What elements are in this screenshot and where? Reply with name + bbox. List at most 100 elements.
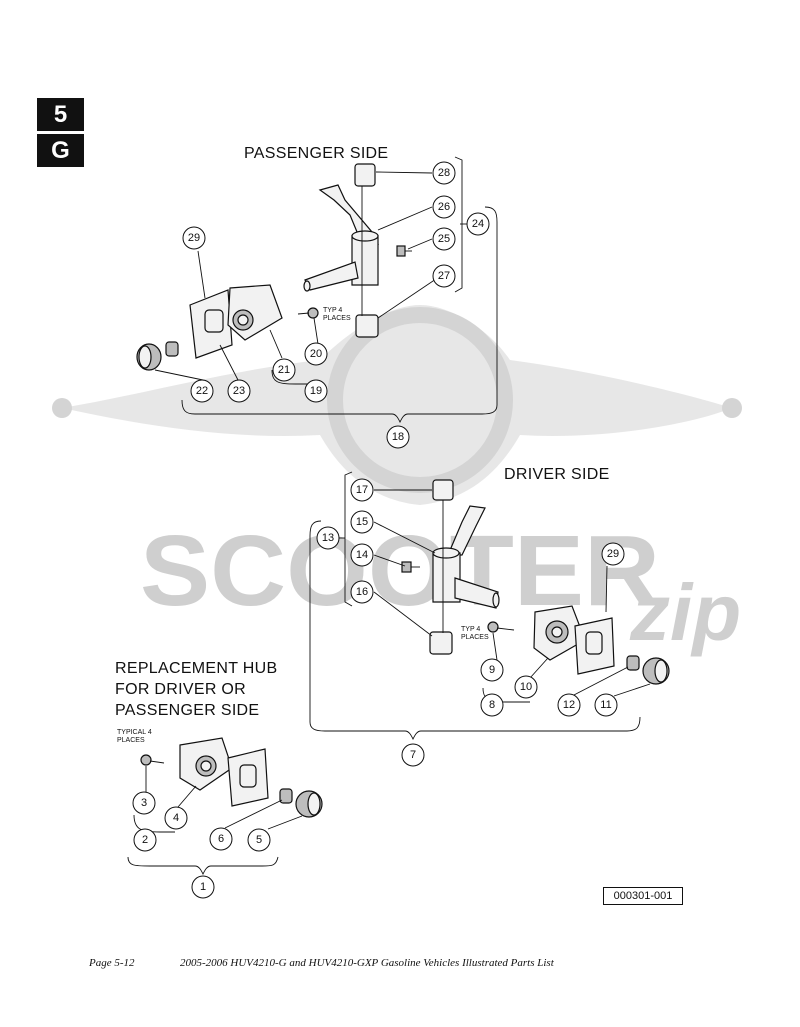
callout-23: 23 <box>227 379 251 403</box>
bushing-16-icon <box>429 631 453 655</box>
callout-10: 10 <box>514 675 538 699</box>
dust-cap-22-icon <box>136 343 162 371</box>
callout-7: 7 <box>401 743 425 767</box>
nut-12-icon <box>626 655 640 671</box>
callout-4: 4 <box>164 806 188 830</box>
svg-text:17: 17 <box>356 484 368 496</box>
callout-25: 25 <box>432 227 456 251</box>
callout-29-driver: 29 <box>601 542 625 566</box>
callout-18: 18 <box>386 425 410 449</box>
grease-fitting-14-icon <box>401 561 420 573</box>
figure-reference-number: 000301-001 <box>603 887 683 905</box>
section-tab-number: 5 <box>37 98 84 131</box>
callout-20: 20 <box>304 342 328 366</box>
svg-text:9: 9 <box>489 664 495 676</box>
dust-cap-5-icon <box>295 790 323 818</box>
svg-text:26: 26 <box>438 201 450 213</box>
callout-8: 8 <box>480 693 504 717</box>
bushing-28-icon <box>354 163 376 187</box>
replacement-hub-assembly <box>179 737 269 807</box>
bushing-17-icon <box>432 479 454 501</box>
note-typ4-passenger: TYP 4 PLACES <box>323 307 351 322</box>
callout-5: 5 <box>247 828 271 852</box>
callout-21: 21 <box>272 358 296 382</box>
callout-29-passenger: 29 <box>182 226 206 250</box>
svg-text:13: 13 <box>322 532 334 544</box>
callout-17: 17 <box>350 478 374 502</box>
svg-text:23: 23 <box>233 385 245 397</box>
replacement-bracket-1 <box>127 856 279 876</box>
callout-2: 2 <box>133 828 157 852</box>
passenger-assembly-bracket <box>181 156 498 424</box>
note-typical4: TYPICAL 4 PLACES <box>117 729 152 744</box>
driver-spindle <box>432 505 500 609</box>
svg-text:12: 12 <box>563 699 575 711</box>
footer-page-number: Page 5-12 <box>89 957 135 969</box>
svg-text:6: 6 <box>218 833 224 845</box>
dust-cap-11-icon <box>642 657 670 685</box>
callout-13: 13 <box>316 526 340 550</box>
svg-text:16: 16 <box>356 586 368 598</box>
grease-fitting-25-icon <box>396 245 412 257</box>
svg-text:2: 2 <box>142 834 148 846</box>
callout-11: 11 <box>594 693 618 717</box>
watermark-brand: SCOOTER <box>140 515 660 627</box>
callout-28: 28 <box>432 161 456 185</box>
svg-text:10: 10 <box>520 681 532 693</box>
note-typ4-driver: TYP 4 PLACES <box>461 626 489 641</box>
callout-6: 6 <box>209 827 233 851</box>
callout-9: 9 <box>480 658 504 682</box>
passenger-leader-lines <box>154 171 437 381</box>
svg-text:19: 19 <box>310 385 322 397</box>
section-tab-letter: G <box>37 134 84 167</box>
svg-text:8: 8 <box>489 699 495 711</box>
watermark-logo: SCOOTER zip <box>52 305 742 657</box>
svg-text:22: 22 <box>196 385 208 397</box>
passenger-hub-assembly <box>189 284 283 359</box>
svg-text:1: 1 <box>200 881 206 893</box>
nut-23-icon <box>165 341 179 357</box>
footer-document-title: 2005-2006 HUV4210-G and HUV4210-GXP Gaso… <box>180 957 554 969</box>
callout-12: 12 <box>557 693 581 717</box>
callout-22: 22 <box>190 379 214 403</box>
passenger-hub-bracket-19 <box>271 369 315 385</box>
svg-text:3: 3 <box>141 797 147 809</box>
svg-text:29: 29 <box>188 232 200 244</box>
svg-text:29: 29 <box>607 548 619 560</box>
bolt-3-icon <box>140 754 165 766</box>
svg-text:20: 20 <box>310 348 322 360</box>
callout-19: 19 <box>304 379 328 403</box>
svg-text:28: 28 <box>438 167 450 179</box>
nut-6-icon <box>279 788 293 804</box>
svg-text:18: 18 <box>392 431 404 443</box>
callout-27: 27 <box>432 264 456 288</box>
passenger-spindle <box>303 184 379 292</box>
callout-1: 1 <box>191 875 215 899</box>
svg-text:7: 7 <box>410 749 416 761</box>
svg-text:27: 27 <box>438 270 450 282</box>
svg-text:4: 4 <box>173 812 179 824</box>
watermark-script: zip <box>629 568 741 657</box>
svg-text:21: 21 <box>278 364 290 376</box>
driver-leader-lines <box>373 489 651 697</box>
bushing-27-icon <box>355 314 379 338</box>
svg-text:11: 11 <box>600 699 611 711</box>
callout-24: 24 <box>466 212 490 236</box>
svg-text:15: 15 <box>356 516 368 528</box>
svg-text:24: 24 <box>472 218 484 230</box>
callout-26: 26 <box>432 195 456 219</box>
svg-text:14: 14 <box>356 549 368 561</box>
heading-driver-side: DRIVER SIDE <box>504 466 610 483</box>
heading-passenger-side: PASSENGER SIDE <box>244 145 389 162</box>
heading-replacement-hub: REPLACEMENT HUB FOR DRIVER OR PASSENGER … <box>115 660 278 719</box>
replacement-leader-lines <box>145 766 303 830</box>
callout-3: 3 <box>132 791 156 815</box>
callout-15: 15 <box>350 510 374 534</box>
callout-16: 16 <box>350 580 374 604</box>
callout-14: 14 <box>350 543 374 567</box>
svg-text:5: 5 <box>256 834 262 846</box>
bolt-20-icon <box>297 307 319 319</box>
svg-text:25: 25 <box>438 233 450 245</box>
bolt-9-icon <box>487 621 515 633</box>
